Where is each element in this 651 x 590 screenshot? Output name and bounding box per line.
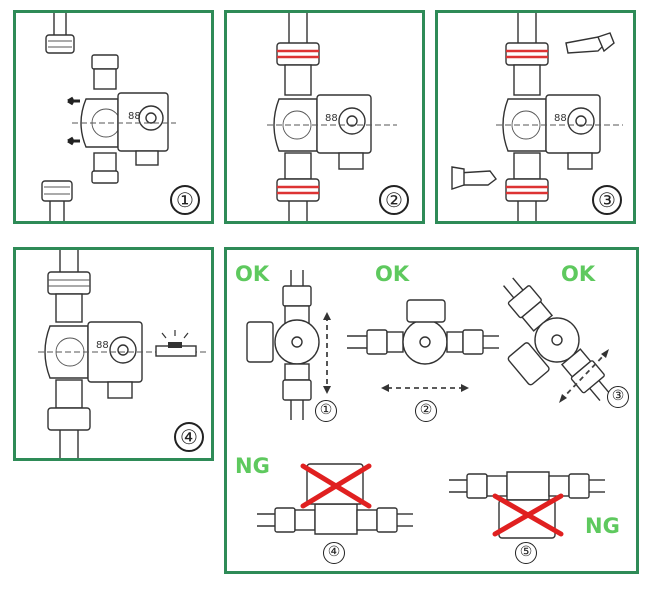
orientation-5-verdict: NG	[585, 514, 620, 538]
orientation-2-number: ②	[415, 400, 437, 422]
orientation-drawing	[246, 270, 610, 539]
flow-arrow-icon	[67, 96, 80, 146]
step-4-drawing: 88	[38, 250, 206, 458]
lower-pipe	[41, 180, 73, 221]
orientation-1-verdict: OK	[235, 262, 270, 286]
orientation-4-verdict: NG	[235, 454, 270, 478]
orientation-3-verdict: OK	[561, 262, 596, 286]
wrench-icon	[565, 32, 615, 54]
step-1-number: ①	[170, 185, 200, 215]
circulation-pump: 88	[496, 64, 623, 180]
step-3-drawing: 88	[451, 13, 623, 221]
circulation-pump: 88	[267, 64, 397, 180]
orientation-3-number: ③	[607, 386, 629, 408]
orientation-4-number: ④	[323, 542, 345, 564]
orientation-3-pump	[503, 277, 610, 401]
power-switch-icon	[155, 330, 197, 357]
step-3-number: ③	[592, 185, 622, 215]
step-3-panel: 88 ③	[435, 10, 636, 224]
svg-text:88: 88	[325, 113, 338, 124]
step-1-panel: 88 ①	[13, 10, 214, 224]
pump-display: 88	[128, 111, 141, 122]
orientation-2-verdict: OK	[375, 262, 410, 286]
step-2-panel: 88 ②	[224, 10, 425, 224]
step-2-drawing: 88	[267, 13, 397, 221]
direction-arrow-icon	[381, 384, 469, 392]
step-4-panel: 88 ④	[13, 247, 214, 461]
orientation-4-pump	[257, 463, 413, 535]
wrench-icon	[451, 166, 497, 190]
direction-arrow-icon	[559, 349, 609, 403]
orientation-panel: OK OK OK NG NG ① ② ③ ④ ⑤	[224, 247, 639, 574]
svg-text:88: 88	[554, 113, 567, 124]
direction-arrow-icon	[323, 312, 331, 394]
orientation-1-number: ①	[315, 400, 337, 422]
step-4-number: ④	[174, 422, 204, 452]
cross-out-icon	[300, 463, 372, 509]
circulation-pump: 88	[72, 54, 176, 184]
orientation-5-pump	[449, 471, 605, 539]
orientation-5-number: ⑤	[515, 542, 537, 564]
step-1-drawing: 88	[41, 13, 176, 221]
cross-out-icon	[492, 493, 564, 537]
orientation-1-pump	[246, 270, 320, 420]
upper-pipe	[45, 13, 75, 54]
step-2-number: ②	[379, 185, 409, 215]
svg-text:88: 88	[96, 340, 109, 351]
orientation-2-pump	[347, 299, 499, 365]
